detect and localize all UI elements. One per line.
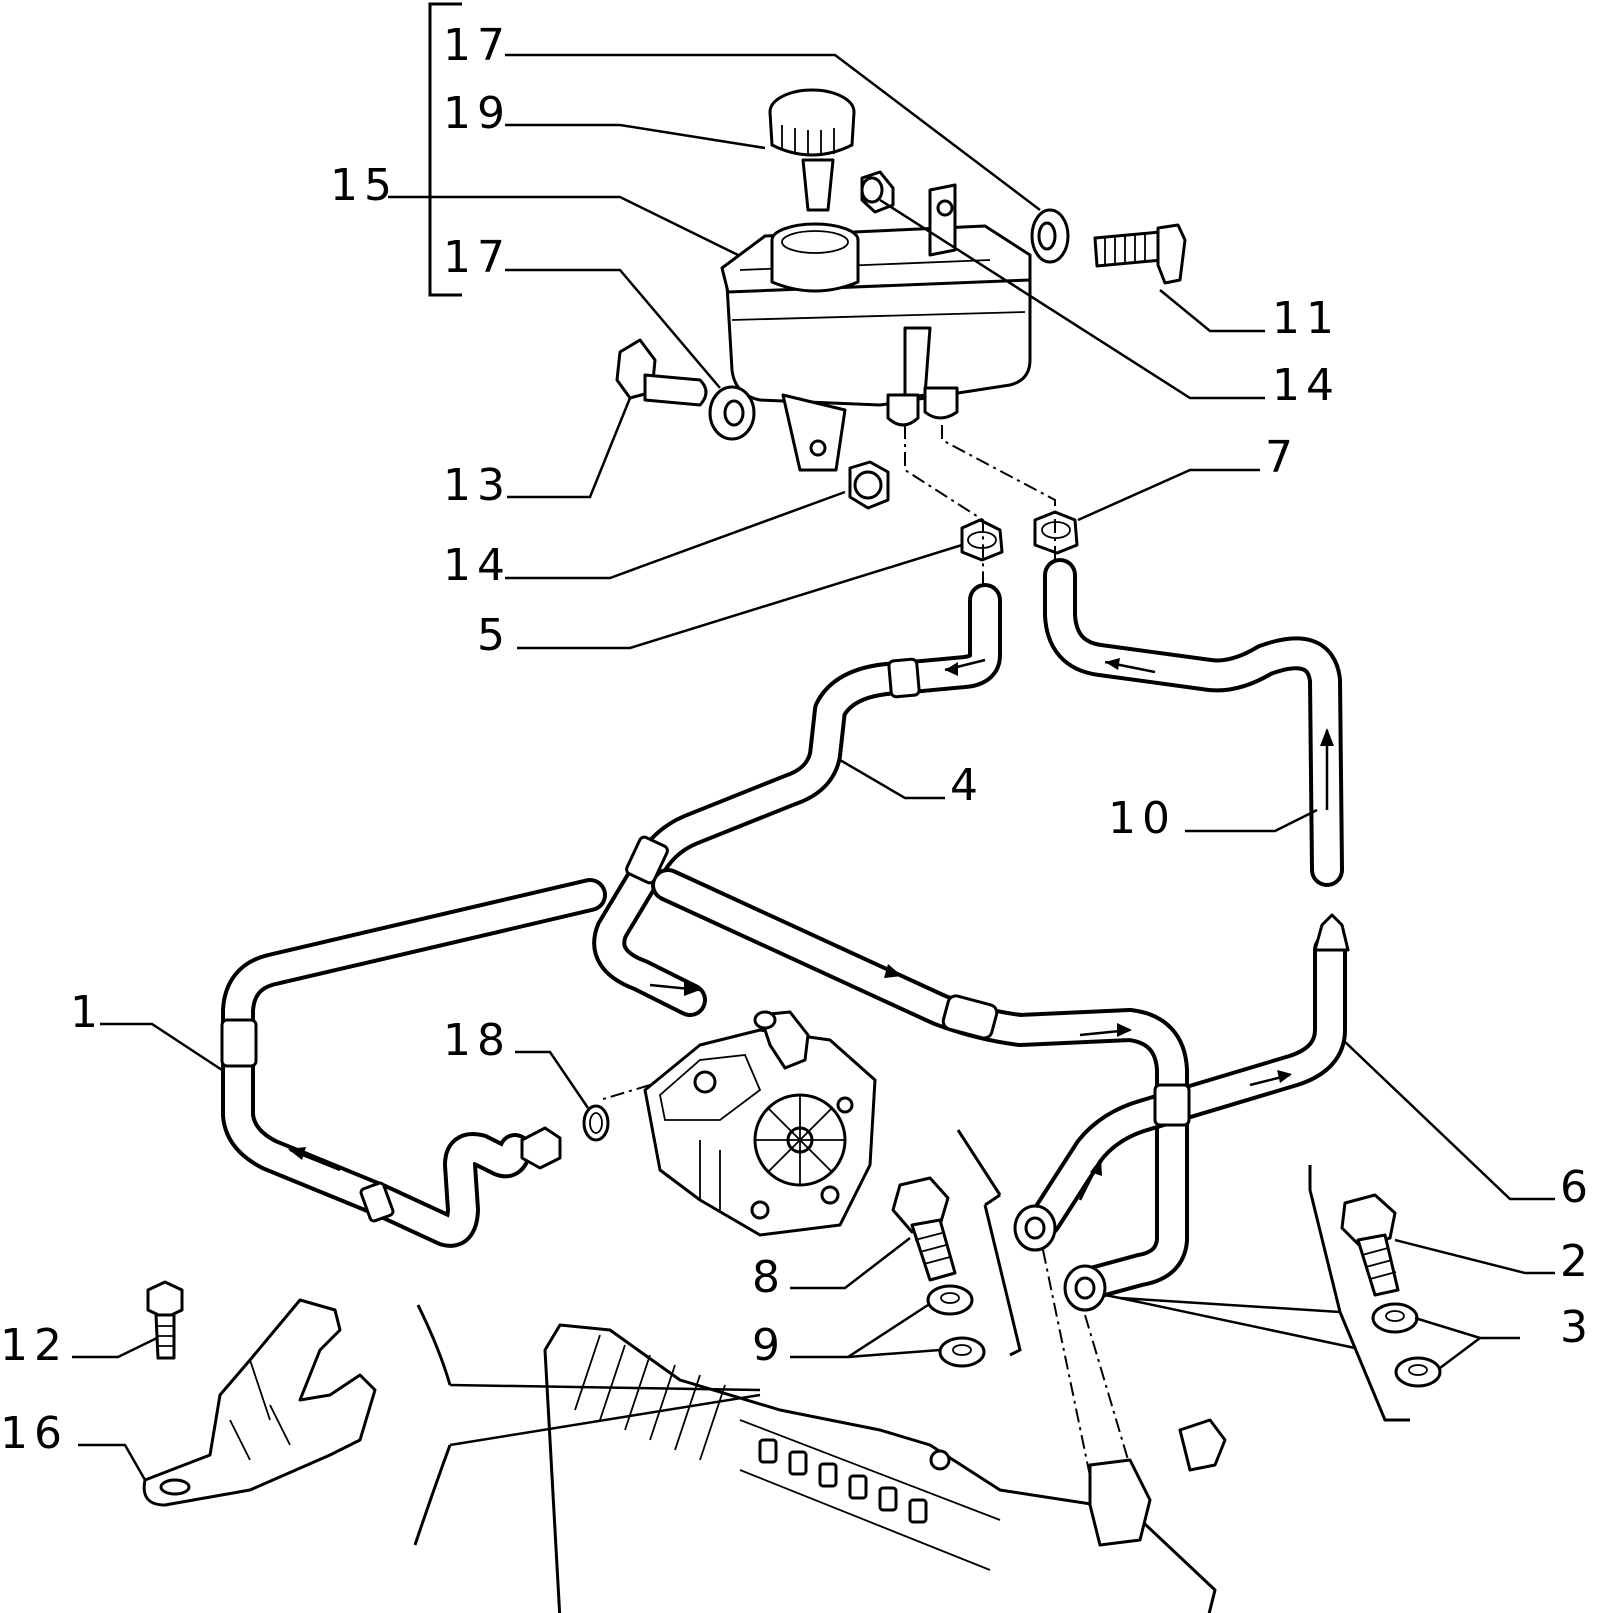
callout-3: 3 bbox=[1560, 1302, 1594, 1353]
banjo-fitting bbox=[1013, 1204, 1057, 1252]
callout-13: 13 bbox=[443, 460, 511, 511]
bolt-13 bbox=[615, 338, 708, 407]
assembly-line bbox=[941, 425, 1056, 560]
hose-collar bbox=[1153, 1083, 1191, 1127]
banjo-fitting bbox=[1063, 1264, 1107, 1312]
callout-19: 19 bbox=[443, 88, 511, 139]
washer-9b bbox=[938, 1336, 986, 1368]
hose-collar bbox=[887, 657, 921, 699]
assembly-line bbox=[904, 425, 984, 590]
callout-2: 2 bbox=[1560, 1236, 1594, 1287]
bolt-2 bbox=[1340, 1193, 1400, 1297]
washer-9a bbox=[926, 1284, 974, 1316]
reservoir-cap bbox=[768, 88, 856, 212]
hose-collar bbox=[220, 1018, 258, 1068]
union-fitting bbox=[520, 1126, 562, 1170]
callout-15: 15 bbox=[330, 160, 398, 211]
assembly-line bbox=[1084, 1314, 1141, 1501]
callout-18: 18 bbox=[443, 1015, 511, 1066]
hose-collar bbox=[941, 994, 999, 1040]
callout-16: 16 bbox=[0, 1408, 68, 1459]
callout-14-lower: 14 bbox=[443, 540, 511, 591]
grommet-17-top bbox=[1030, 208, 1070, 264]
callout-8: 8 bbox=[752, 1252, 786, 1303]
reservoir-tank bbox=[720, 183, 1032, 472]
washer-3a bbox=[1371, 1302, 1419, 1334]
bolt-8 bbox=[891, 1176, 957, 1282]
callout-14-top: 14 bbox=[1272, 360, 1340, 411]
bolt-11 bbox=[1093, 223, 1187, 285]
washer-3b bbox=[1394, 1356, 1442, 1388]
callouts: 17 19 15 17 11 14 7 13 14 5 4 10 1 18 6 … bbox=[0, 20, 1594, 1459]
callout-5: 5 bbox=[477, 610, 511, 661]
hose-6 bbox=[1028, 913, 1350, 1237]
hose-collar bbox=[359, 1181, 395, 1223]
hose-4 bbox=[592, 583, 1002, 1017]
callout-17-top: 17 bbox=[443, 20, 511, 71]
bushing-14-lower bbox=[848, 460, 890, 510]
callout-10: 10 bbox=[1108, 793, 1176, 844]
callout-7: 7 bbox=[1265, 432, 1299, 483]
hose-10 bbox=[1043, 558, 1344, 887]
group-bracket bbox=[428, 2, 462, 297]
callout-12: 12 bbox=[0, 1320, 68, 1371]
bolt-12 bbox=[146, 1280, 184, 1360]
assembly-line bbox=[599, 1084, 651, 1101]
power-steering-pump bbox=[643, 1010, 877, 1237]
hose-clamp-5 bbox=[960, 518, 1004, 562]
hose-1 bbox=[221, 878, 607, 1248]
callout-6: 6 bbox=[1560, 1162, 1594, 1213]
callout-9: 9 bbox=[752, 1320, 786, 1371]
hose-collar bbox=[625, 835, 669, 885]
callout-4: 4 bbox=[950, 760, 984, 811]
leader-lines bbox=[72, 53, 1555, 1546]
grommet-17-left bbox=[708, 385, 756, 441]
callout-1: 1 bbox=[70, 987, 104, 1038]
bracket-16 bbox=[142, 1298, 377, 1507]
callout-17-left: 17 bbox=[443, 232, 511, 283]
flow-arrow bbox=[288, 658, 1334, 1201]
o-ring-18 bbox=[582, 1104, 610, 1142]
steering-rack bbox=[543, 1323, 1227, 1613]
callout-11: 11 bbox=[1272, 293, 1340, 344]
assembly-line bbox=[1042, 1249, 1096, 1501]
